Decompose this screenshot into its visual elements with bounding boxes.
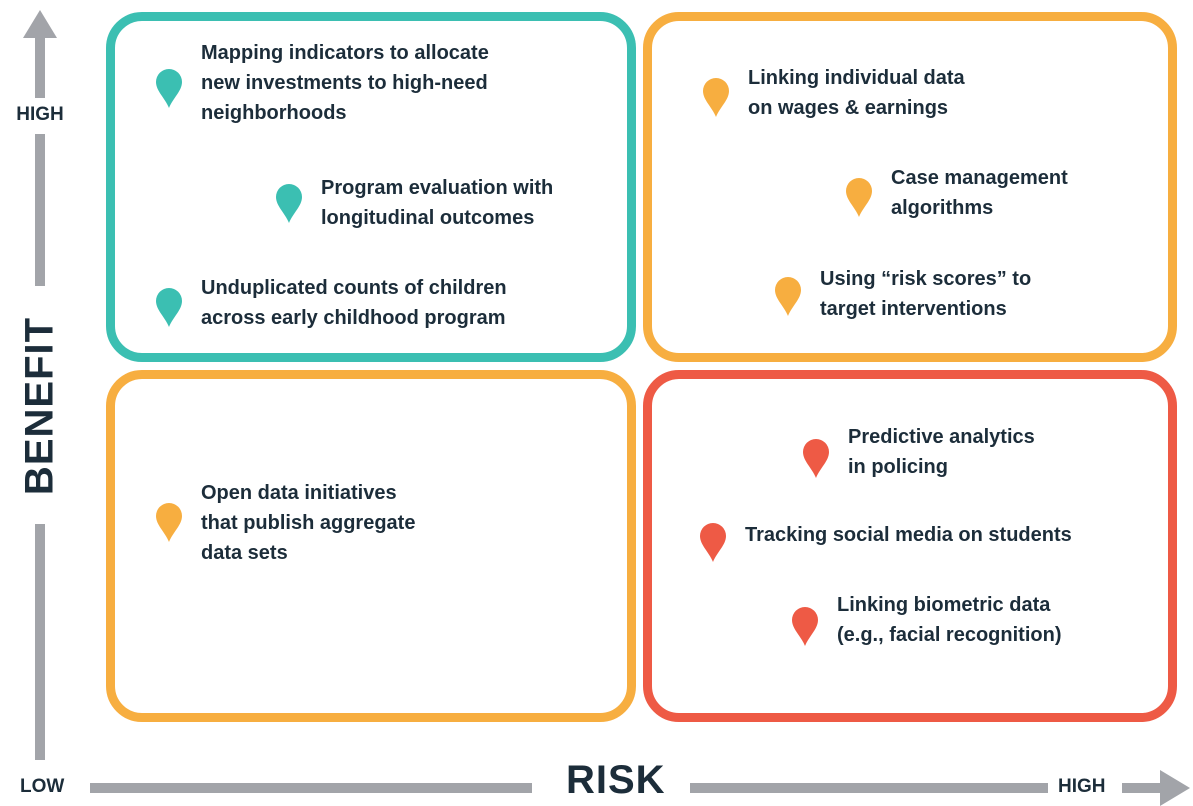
x-axis-right-line	[690, 783, 1048, 793]
item-label: Program evaluation with longitudinal out…	[321, 177, 554, 229]
x-axis-low-label: LOW	[20, 776, 65, 797]
x-axis-left-line	[90, 783, 532, 793]
list-item: Using “risk scores” to target interventi…	[774, 264, 1031, 324]
item-label: Unduplicated counts of children across e…	[201, 277, 507, 329]
item-label: Tracking social media on students	[745, 524, 1072, 546]
item-label: Case management algorithms	[891, 167, 1068, 219]
map-pin-icon	[156, 503, 182, 542]
item-label: Predictive analytics in policing	[848, 426, 1035, 478]
x-axis-high-label: HIGH	[1058, 776, 1106, 797]
x-axis-right-tail	[1122, 783, 1164, 793]
y-axis-lower-line	[35, 524, 45, 760]
y-axis-middle-line	[35, 134, 45, 286]
map-pin-icon	[156, 288, 182, 327]
x-axis-arrowhead	[1160, 770, 1190, 806]
quadrant-low-benefit-high-risk	[643, 370, 1177, 722]
list-item: Unduplicated counts of children across e…	[155, 273, 507, 333]
x-axis-title: RISK	[566, 758, 666, 802]
list-item: Tracking social media on students	[699, 520, 1072, 562]
quadrant-low-benefit-low-risk	[106, 370, 636, 722]
map-pin-icon	[700, 523, 726, 562]
y-axis-arrowhead	[23, 10, 57, 38]
y-axis-upper-line	[35, 34, 45, 98]
list-item: Mapping indicators to allocate new inves…	[155, 38, 489, 128]
list-item: Case management algorithms	[845, 163, 1068, 223]
map-pin-icon	[703, 78, 729, 117]
item-label: Mapping indicators to allocate new inves…	[201, 42, 489, 124]
quadrant-high-benefit-low-risk	[106, 12, 636, 362]
map-pin-icon	[276, 184, 302, 223]
list-item: Predictive analytics in policing	[802, 422, 1035, 482]
item-label: Linking biometric data (e.g., facial rec…	[837, 594, 1062, 646]
list-item: Program evaluation with longitudinal out…	[275, 173, 553, 233]
map-pin-icon	[803, 439, 829, 478]
item-label: Linking individual data on wages & earni…	[748, 67, 965, 119]
list-item: Linking individual data on wages & earni…	[702, 63, 965, 123]
y-axis-high-label: HIGH	[16, 104, 64, 125]
item-label: Open data initiatives that publish aggre…	[201, 482, 416, 564]
map-pin-icon	[775, 277, 801, 316]
map-pin-icon	[846, 178, 872, 217]
quadrant-high-benefit-high-risk	[643, 12, 1177, 362]
y-axis-title: BENEFIT	[17, 316, 62, 496]
map-pin-icon	[792, 607, 818, 646]
list-item: Open data initiatives that publish aggre…	[155, 478, 415, 568]
list-item: Linking biometric data (e.g., facial rec…	[791, 590, 1061, 650]
map-pin-icon	[156, 69, 182, 108]
item-label: Using “risk scores” to target interventi…	[820, 268, 1032, 320]
